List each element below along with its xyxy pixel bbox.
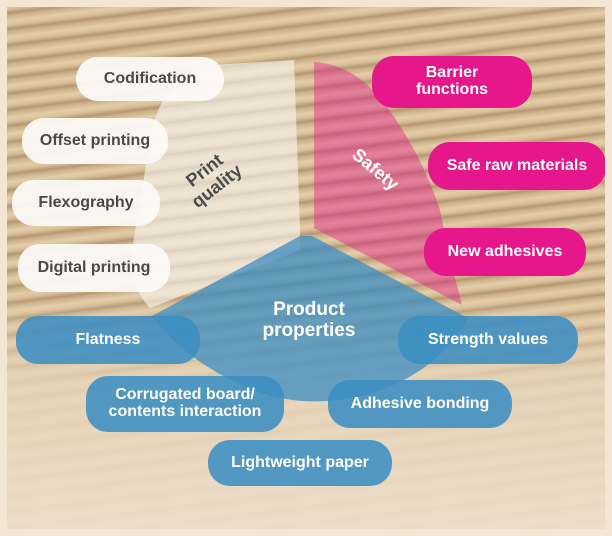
item-flexography: Flexography (12, 180, 160, 226)
item-lightweight-paper: Lightweight paper (208, 440, 392, 486)
product-properties-label-line2: properties (262, 319, 356, 341)
print-quality-segment (131, 60, 300, 308)
item-offset-printing: Offset printing (22, 118, 168, 164)
item-new-adhesives: New adhesives (424, 228, 586, 276)
item-flatness: Flatness (16, 316, 200, 364)
interaction-line1: Corrugated board/ (115, 386, 255, 404)
interaction-line2: contents interaction (108, 403, 262, 420)
product-properties-label: Product properties (244, 299, 374, 342)
barrier-functions-line2: functions (416, 81, 488, 98)
barrier-functions-line1: Barrier (425, 64, 479, 82)
item-adhesive-bonding: Adhesive bonding (328, 380, 512, 428)
product-properties-label-line1: Product (273, 299, 345, 320)
item-digital-printing: Digital printing (18, 244, 170, 292)
item-safe-raw-materials: Safe raw materials (428, 142, 606, 190)
product-properties-segment (152, 236, 468, 402)
item-strength-values: Strength values (398, 316, 578, 364)
item-barrier-functions: Barrier functions (372, 56, 532, 108)
item-codification: Codification (76, 57, 224, 101)
item-corrugated-board-contents-interaction: Corrugated board/ contents interaction (86, 376, 284, 432)
